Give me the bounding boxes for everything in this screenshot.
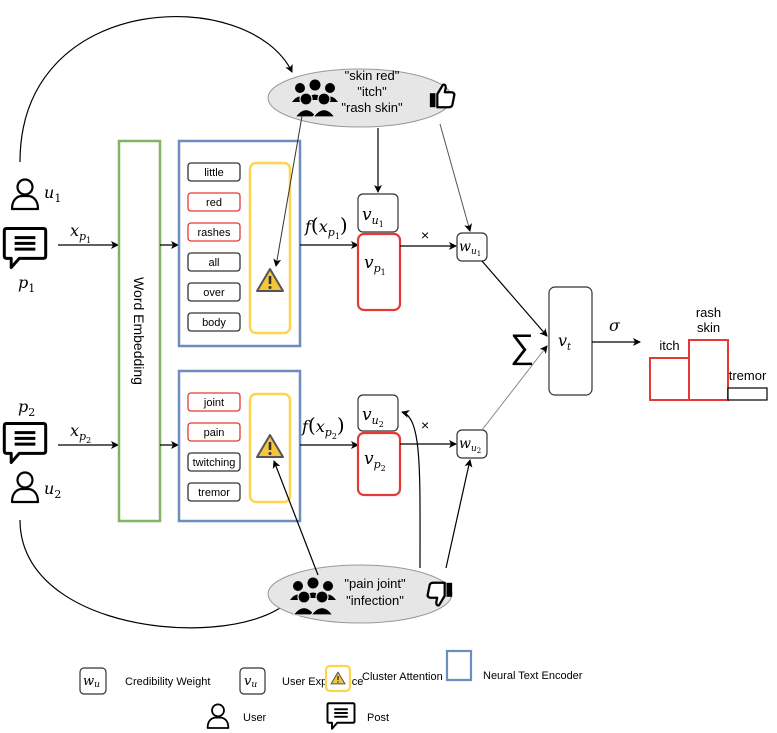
output-bar [649,357,690,401]
user-icon [10,178,40,211]
legend-experience-label: User Experience [282,676,363,688]
user-label-u2: u2 [44,479,61,501]
sigma-symbol: σ [609,316,621,335]
vu1-label: vu1 [362,205,384,229]
output-bar-label: skin [697,320,720,335]
multiply-symbol: × [421,417,429,433]
weight-to-sum-edge [481,345,548,431]
cluster-top: "skin red" "itch" "rash skin" [267,68,456,128]
cluster-phrase: "rash skin" [341,100,403,115]
user-experience-box-u1 [357,193,399,233]
vp1-label: vp1 [364,253,386,277]
credibility-weight-box-u2 [456,429,488,459]
word-token: rashes [197,227,231,239]
neural-text-encoder-1: little red rashes all over body [177,139,302,348]
legend-user-label: User [243,712,267,724]
wu2-label: wu2 [459,436,481,455]
cluster-to-weight-edge [439,123,472,232]
vp2-label: vp2 [364,449,386,473]
output-bar [688,339,729,401]
user1-to-cluster-edge [19,16,293,163]
sum-symbol: ∑ [510,328,534,366]
legend-weight-swatch [79,667,107,695]
cluster-attention-box [248,392,292,504]
cluster-to-weight-edge [445,459,473,569]
post-icon [326,702,356,730]
encoder-output-f1: f(xp1) [304,213,348,241]
post-icon [2,421,48,465]
word-token-box [187,162,241,182]
post-icon [2,226,48,270]
output-bar-label: itch [659,338,679,353]
cluster-to-attention-edge [272,460,319,576]
post-vector-box-p2 [356,431,402,497]
word-token-box [187,252,241,272]
word-token: twitching [193,457,236,469]
word-token-box [187,392,241,412]
user-label-u1: u1 [44,183,61,205]
user2-to-cluster-edge [19,519,306,629]
cluster-attention-box [248,161,292,335]
legend-attention-label: Cluster Attention [362,671,443,683]
cluster-bottom: "pain joint" "infection" [267,564,454,624]
word-token: joint [203,397,224,409]
legend-post-label: Post [367,712,389,724]
word-token: little [204,167,224,179]
legend-credibility-label: Credibility Weight [125,676,210,688]
legend-experience-symbol: vu [244,674,257,690]
post-label-p2: p2 [18,397,35,419]
output-bar-label: tremor [729,368,767,383]
word-token-box [187,192,241,212]
encoder-output-f2: f(xp2) [301,413,345,441]
cluster-phrase: "infection" [346,593,404,608]
legend-weight-symbol: wu [83,674,100,690]
cluster-to-attention-edge [273,115,303,267]
neural-text-encoder-2: joint pain twitching tremor [177,369,302,523]
word-token-box [187,222,241,242]
word-embedding-block [117,139,162,523]
word-token: red [206,197,222,209]
weight-to-sum-edge [481,260,548,337]
input-label-x2: xp2 [70,421,91,445]
post-vector-box-p1 [356,232,402,312]
multiply-symbol: × [421,227,429,243]
cluster-phrase: "skin red" [345,68,400,83]
word-token-box [187,482,241,502]
word-token-box [187,422,241,442]
vt-label: vt [558,331,572,353]
cluster-phrase: "itch" [357,84,387,99]
post-label-p1: p1 [18,273,35,295]
user-icon [10,471,40,504]
credibility-weight-box-u1 [456,232,488,262]
word-token: all [208,257,219,269]
wu1-label: wu1 [459,239,481,258]
word-token: tremor [198,487,230,499]
word-token-box [187,312,241,332]
user-icon [206,703,230,729]
word-token: over [203,287,225,299]
cluster-to-experience-edge [401,410,421,569]
output-bar-label: rash [696,305,721,320]
output-bar [727,387,768,401]
aggregate-vector-box [548,286,593,396]
word-token: body [202,317,226,329]
legend: wu Credibility Weight vu User Experience… [79,649,583,730]
legend-encoder-label: Neural Text Encoder [483,670,583,682]
cluster-phrase: "pain joint" [344,576,406,591]
legend-experience-swatch [239,667,266,695]
input-label-x1: xp1 [70,221,91,245]
legend-encoder-swatch [445,649,473,682]
word-token: pain [204,427,225,439]
word-embedding-label: Word Embedding [131,277,147,385]
word-token-box [187,282,241,302]
vu2-label: vu2 [362,405,384,429]
user-experience-box-u2 [357,394,399,432]
word-token-box [187,452,241,472]
